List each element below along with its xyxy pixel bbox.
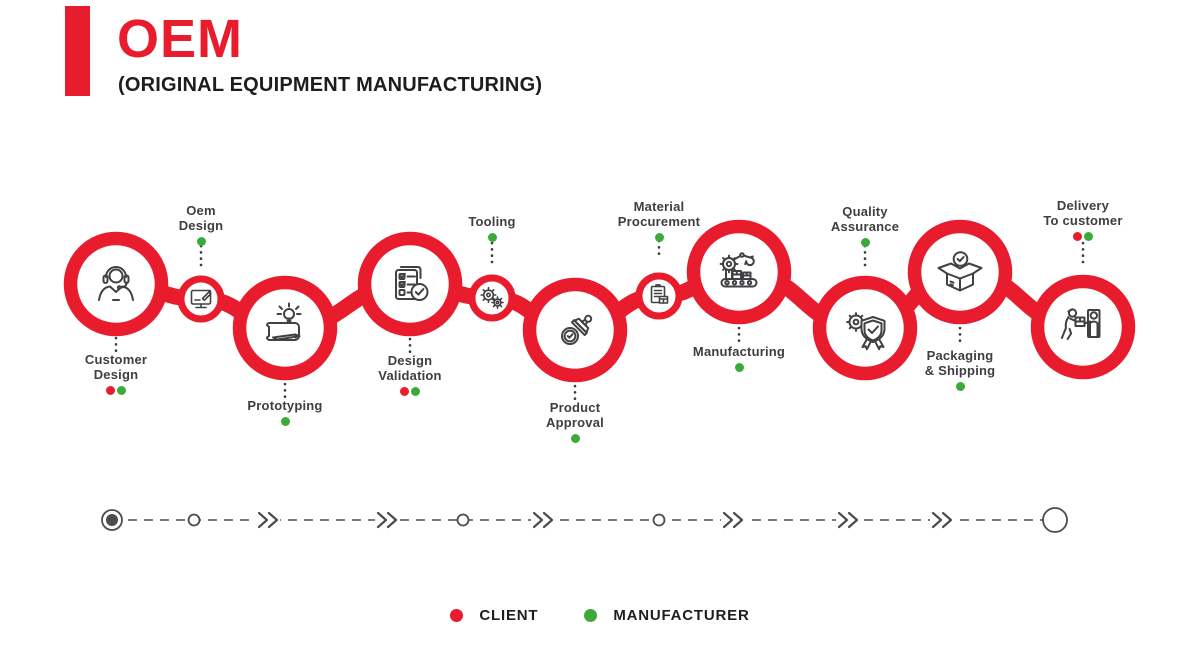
step-label-tooling: Tooling: [417, 214, 567, 242]
manufacturer-legend-label: MANUFACTURER: [613, 607, 750, 624]
actor-dots: [41, 386, 191, 395]
manufacturer-dot: [117, 386, 126, 395]
legend: CLIENT MANUFACTURER: [0, 607, 1200, 624]
step-label-line: Assurance: [830, 219, 900, 234]
manufacturer-dot: [734, 363, 744, 372]
page-subtitle: (ORIGINAL EQUIPMENT MANUFACTURING): [118, 74, 543, 96]
manufacturer-dot: [955, 382, 965, 391]
step-label-oem-design: Oem Design: [126, 203, 276, 246]
gears-icon: [480, 286, 504, 309]
step-label-line: Design: [178, 218, 224, 233]
page-title: OEM: [117, 9, 244, 69]
step-label-delivery-to-customer: Delivery To customer: [1008, 198, 1158, 241]
step-label-prototyping: Prototyping: [210, 398, 360, 426]
step-label-customer-design: Customer Design: [41, 352, 191, 395]
timeline: [101, 507, 1068, 533]
client-legend-label: CLIENT: [479, 607, 539, 624]
step-label-line: Delivery: [1056, 198, 1110, 213]
step-label-quality-assurance: Quality Assurance: [790, 204, 940, 247]
manufacturer-dot: [196, 237, 206, 246]
timeline-chevron: [836, 509, 860, 531]
timeline-node-circle: [187, 513, 201, 527]
actor-dots: [664, 363, 814, 372]
step-label-packaging-shipping: Packaging & Shipping: [885, 348, 1035, 391]
checklist-icon: [395, 266, 429, 301]
client-dot: [400, 387, 409, 396]
step-label-design-validation: Design Validation: [335, 353, 485, 396]
design-monitor-icon: [190, 289, 212, 309]
step-label-line: Packaging: [926, 348, 994, 363]
step-label-material-procurement: Material Procurement: [584, 199, 734, 242]
step-label-line: Approval: [546, 415, 604, 430]
step-label-product-approval: Product Approval: [500, 400, 650, 443]
step-label-line: Oem: [186, 203, 216, 218]
actor-dots: [417, 233, 567, 242]
actor-dots: [885, 382, 1035, 391]
clipboard-supply-icon: [650, 284, 669, 304]
step-label-line: Quality: [842, 204, 888, 219]
client-dot: [106, 386, 115, 395]
legend-item-client: CLIENT: [450, 607, 538, 624]
step-label-line: & Shipping: [924, 363, 996, 378]
approval-stamp-icon: [561, 314, 593, 345]
actor-dots: [210, 417, 360, 426]
step-label-line: Manufacturing: [692, 344, 786, 359]
actor-dots: [584, 233, 734, 242]
timeline-start-marker: [101, 509, 123, 531]
step-label-line: Validation: [378, 368, 442, 383]
step-label-line: Product: [549, 400, 601, 415]
timeline-chevron: [375, 509, 399, 531]
timeline-chevron: [256, 509, 280, 531]
title-accent-bar: [65, 6, 90, 96]
timeline-node-circle: [456, 513, 470, 527]
manufacturer-dot: [570, 434, 580, 443]
actor-dots: [500, 434, 650, 443]
manufacturer-dot: [1084, 232, 1093, 241]
client-legend-dot: [450, 609, 464, 622]
timeline-chevron: [721, 509, 745, 531]
step-circle-oem-design: [177, 275, 225, 323]
step-label-line: Design: [387, 353, 433, 368]
shield-gear-icon: [846, 312, 886, 351]
step-label-line: Procurement: [617, 214, 701, 229]
manufacturer-dot: [487, 233, 497, 242]
step-circle-customer-design: [63, 231, 169, 337]
manufacturer-dot: [860, 238, 870, 247]
manufacturer-dot: [654, 233, 664, 242]
legend-item-manufacturer: MANUFACTURER: [584, 607, 749, 624]
headset-person-icon: [98, 266, 134, 301]
manufacturer-dot: [411, 387, 420, 396]
timeline-chevron: [930, 509, 954, 531]
step-label-line: Tooling: [468, 214, 516, 229]
step-circle-packaging-shipping: [907, 219, 1013, 325]
client-dot: [1073, 232, 1082, 241]
step-circle-prototyping: [232, 275, 338, 381]
actor-dots: [790, 238, 940, 247]
timeline-chevron: [531, 509, 555, 531]
step-label-line: Prototyping: [247, 398, 323, 413]
manufacturer-legend-dot: [584, 609, 598, 622]
actor-dots: [335, 387, 485, 396]
step-label-line: To customer: [1043, 213, 1123, 228]
step-label-line: Customer: [84, 352, 148, 367]
blueprint-idea-icon: [266, 302, 302, 341]
timeline-node-circle: [652, 513, 666, 527]
timeline-end-marker: [1042, 507, 1068, 533]
actor-dots: [126, 237, 276, 246]
actor-dots: [1008, 232, 1158, 241]
open-box-icon: [937, 251, 983, 292]
step-label-line: Material: [633, 199, 685, 214]
step-label-manufacturing: Manufacturing: [664, 344, 814, 372]
robot-arm-icon: [719, 252, 758, 288]
step-label-line: Design: [93, 367, 139, 382]
delivery-handover-icon: [1060, 308, 1101, 340]
manufacturer-dot: [280, 417, 290, 426]
